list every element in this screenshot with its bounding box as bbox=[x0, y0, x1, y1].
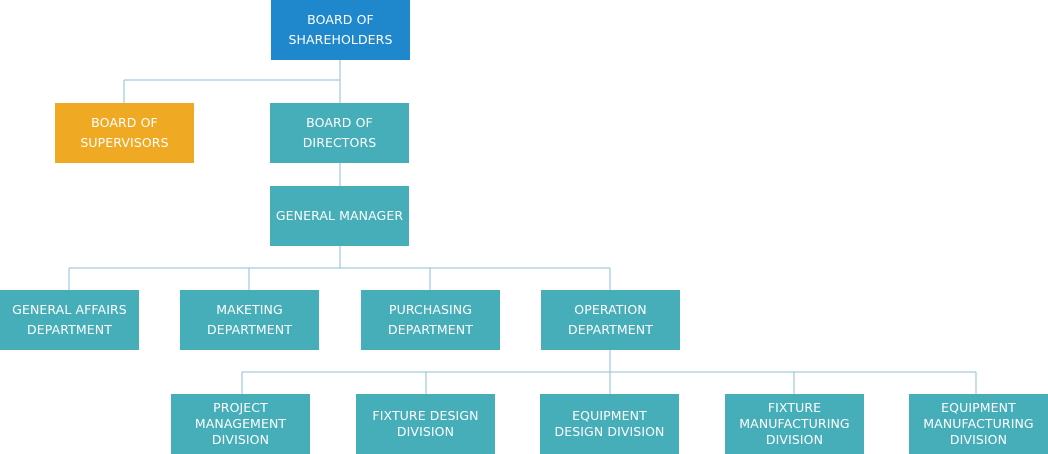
node-label: GENERAL AFFAIRS DEPARTMENT bbox=[12, 302, 127, 337]
node-operation-department: OPERATION DEPARTMENT bbox=[541, 290, 680, 350]
node-label: FIXTURE MANUFACTURING DIVISION bbox=[739, 400, 850, 447]
node-label: EQUIPMENT DESIGN DIVISION bbox=[554, 408, 665, 439]
node-general-affairs-department: GENERAL AFFAIRS DEPARTMENT bbox=[0, 290, 139, 350]
node-label: OPERATION DEPARTMENT bbox=[568, 302, 653, 337]
node-project-management-division: PROJECT MANAGEMENT DIVISION bbox=[171, 394, 310, 454]
node-label: PROJECT MANAGEMENT DIVISION bbox=[194, 400, 287, 447]
node-label: GENERAL MANAGER bbox=[275, 208, 404, 223]
node-label: EQUIPMENT MANUFACTURING DIVISION bbox=[923, 400, 1034, 447]
node-label: FIXTURE DESIGN DIVISION bbox=[372, 408, 479, 439]
node-general-manager: GENERAL MANAGER bbox=[270, 186, 409, 246]
node-label: BOARD OF SHAREHOLDERS bbox=[288, 12, 393, 47]
node-equipment-manufacturing-division: EQUIPMENT MANUFACTURING DIVISION bbox=[909, 394, 1048, 454]
node-fixture-manufacturing-division: FIXTURE MANUFACTURING DIVISION bbox=[725, 394, 864, 454]
node-board-of-shareholders: BOARD OF SHAREHOLDERS bbox=[271, 0, 410, 60]
node-label: BOARD OF SUPERVISORS bbox=[80, 115, 169, 150]
node-board-of-directors: BOARD OF DIRECTORS bbox=[270, 103, 409, 163]
node-fixture-design-division: FIXTURE DESIGN DIVISION bbox=[356, 394, 495, 454]
node-purchasing-department: PURCHASING DEPARTMENT bbox=[361, 290, 500, 350]
node-label: BOARD OF DIRECTORS bbox=[302, 115, 377, 150]
node-label: MAKETING DEPARTMENT bbox=[207, 302, 292, 337]
node-marketing-department: MAKETING DEPARTMENT bbox=[180, 290, 319, 350]
node-board-of-supervisors: BOARD OF SUPERVISORS bbox=[55, 103, 194, 163]
node-label: PURCHASING DEPARTMENT bbox=[388, 302, 473, 337]
node-equipment-design-division: EQUIPMENT DESIGN DIVISION bbox=[540, 394, 679, 454]
